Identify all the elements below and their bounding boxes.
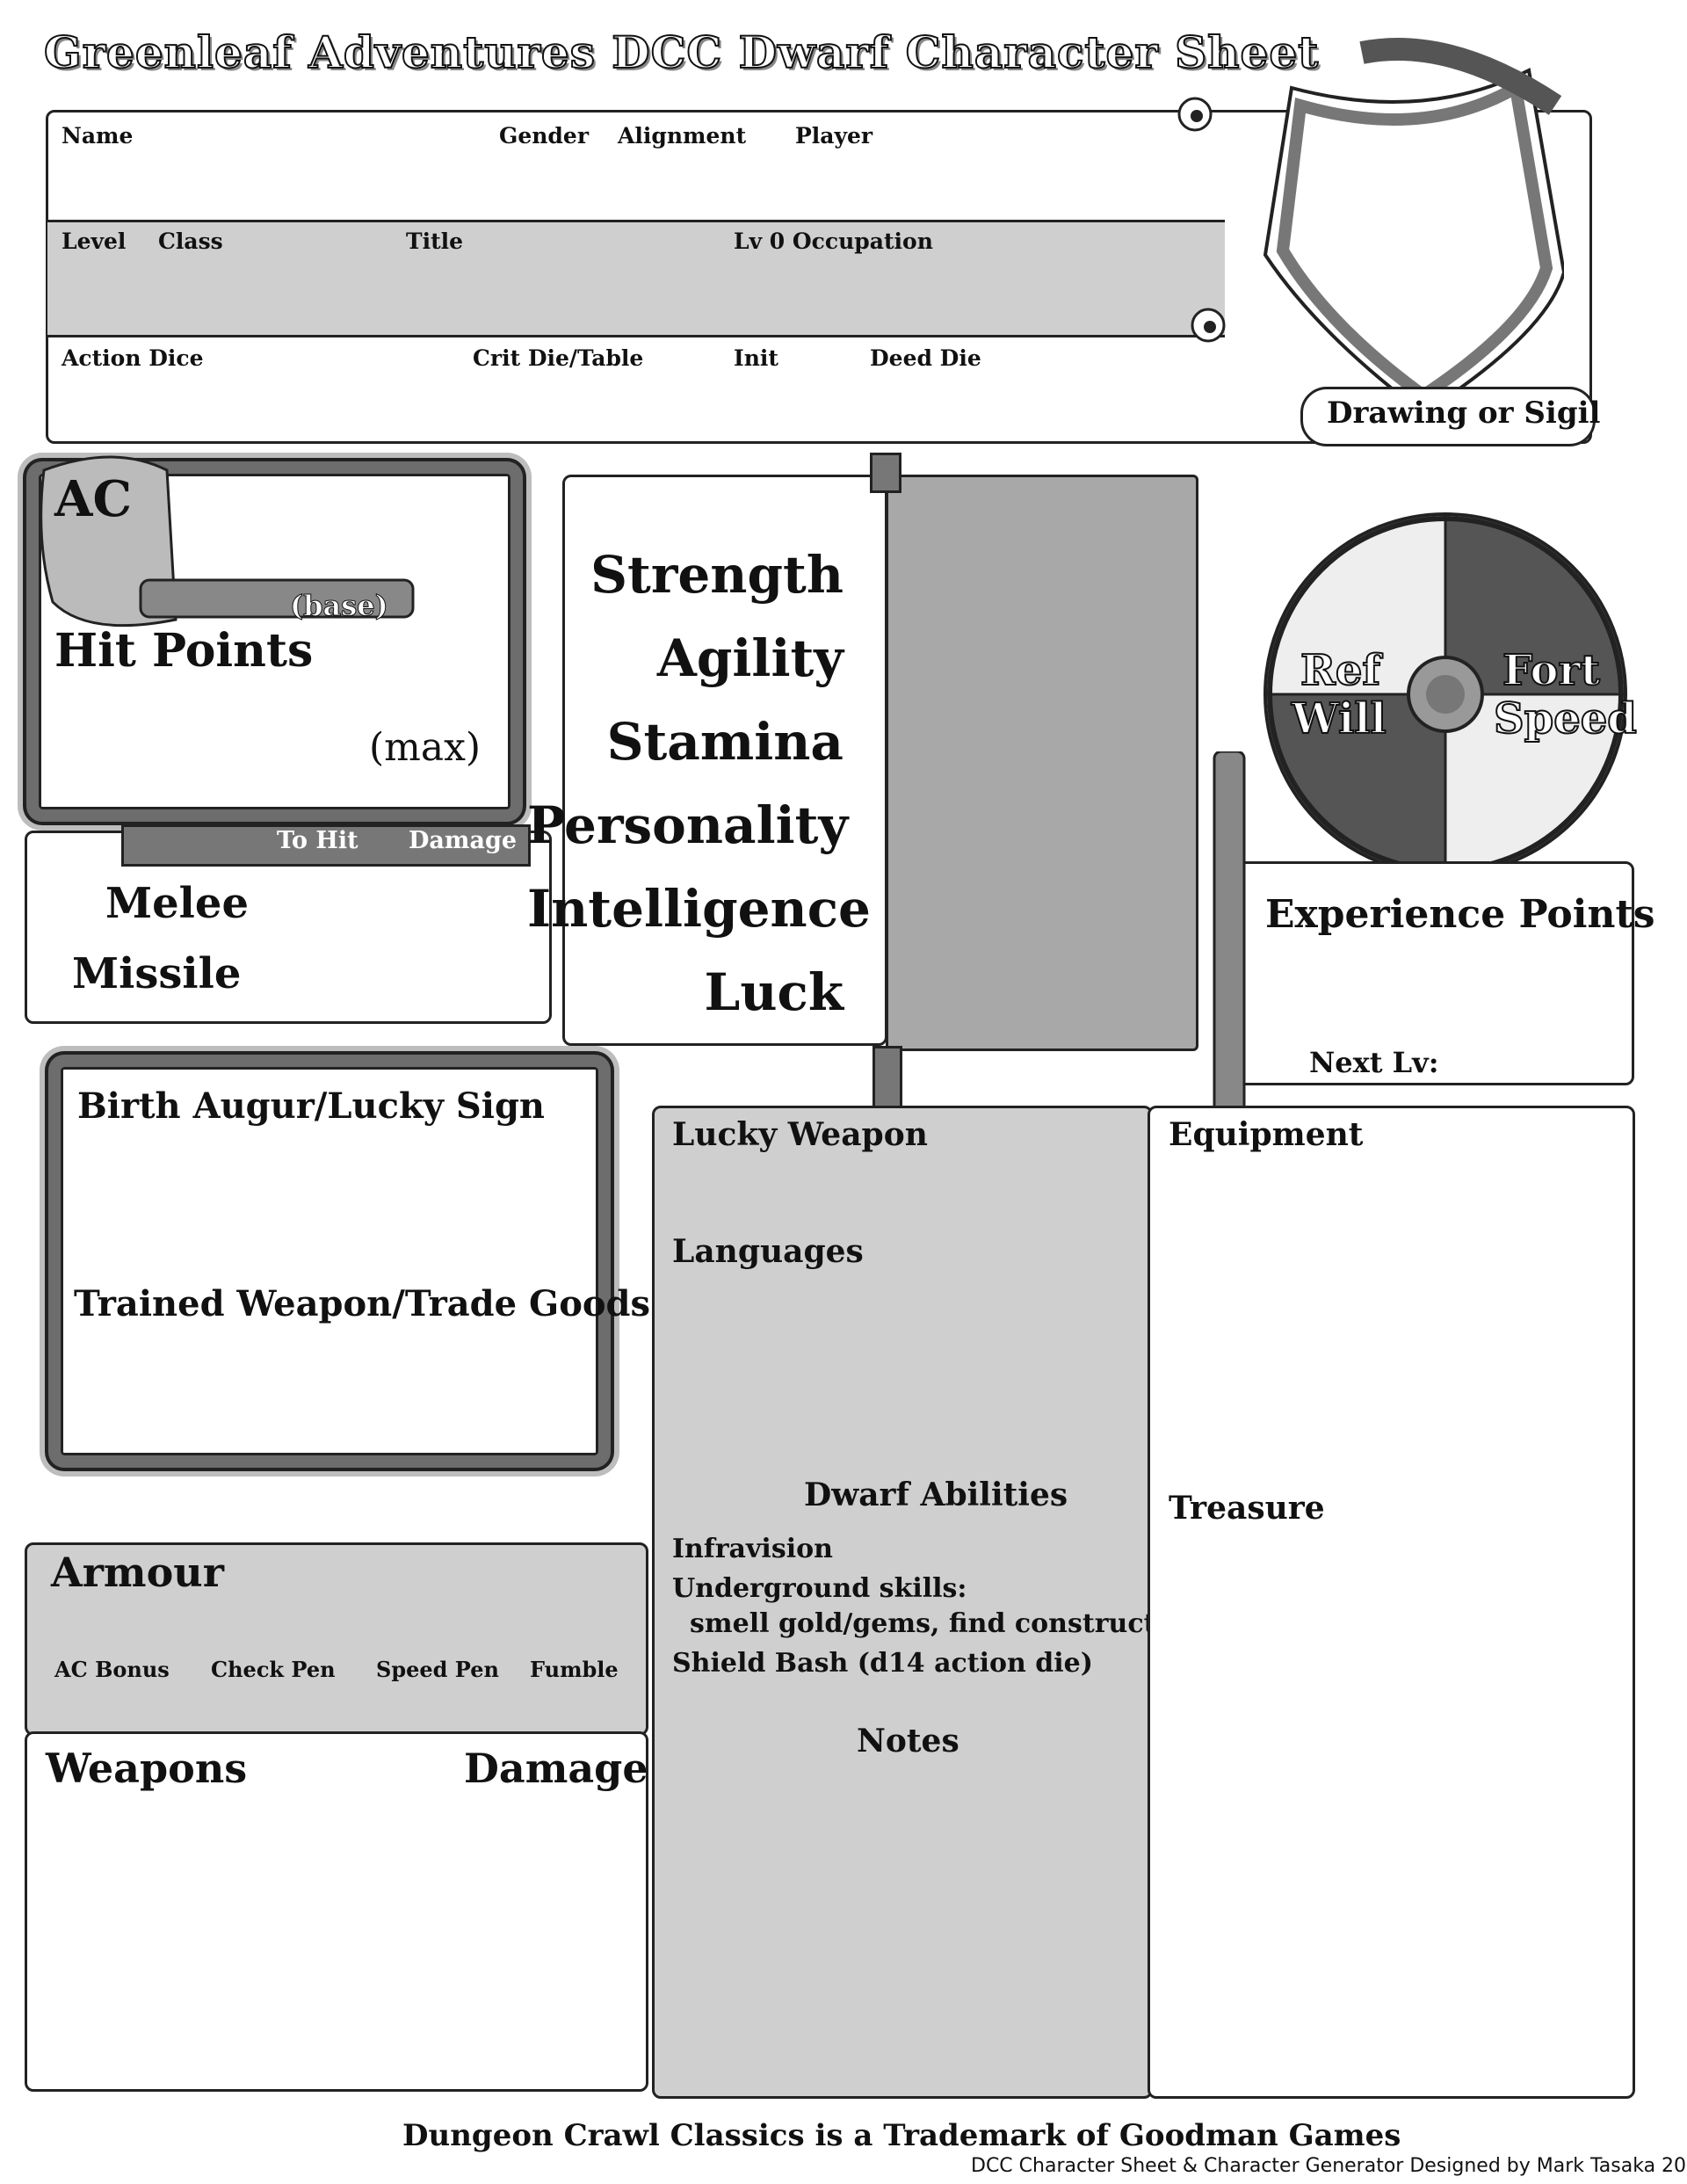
init-field[interactable]: Init <box>734 345 778 371</box>
damage-label: Damage <box>409 827 518 854</box>
middle-column <box>652 1106 1153 2099</box>
armour-box <box>25 1542 648 1736</box>
ac-bonus-field[interactable]: AC Bonus <box>54 1657 170 1682</box>
shield-bash-text: Shield Bash (d14 action die) <box>672 1648 1093 1679</box>
stamina-label: Stamina <box>606 712 844 772</box>
banner-pole <box>870 453 901 493</box>
underground-detail-text: smell gold/gems, find construction <box>690 1608 1203 1639</box>
abilities-values-banner <box>886 475 1198 1051</box>
hp-max-label: (max) <box>369 725 481 770</box>
speed-stat[interactable]: Speed <box>1493 693 1638 744</box>
header-band <box>47 220 1225 337</box>
birth-augur-label: Birth Augur/Lucky Sign <box>77 1085 545 1127</box>
crit-die-field[interactable]: Crit Die/Table <box>473 345 644 371</box>
missile-label[interactable]: Missile <box>72 949 242 998</box>
next-level-field[interactable]: Next Lv: <box>1309 1046 1439 1079</box>
fort-save[interactable]: Fort <box>1502 645 1601 696</box>
will-save[interactable]: Will <box>1291 693 1387 744</box>
notes-label: Notes <box>857 1723 959 1760</box>
equipment-box <box>1148 1106 1635 2099</box>
axe-handle-icon <box>1213 751 1246 1129</box>
weapons-box <box>25 1731 648 2092</box>
abilities-scroll <box>562 475 887 1046</box>
alignment-field[interactable]: Alignment <box>618 123 747 149</box>
title-field[interactable]: Title <box>406 229 464 254</box>
gender-field[interactable]: Gender <box>499 123 589 149</box>
sigil-banner <box>1300 387 1596 446</box>
fumble-field[interactable]: Fumble <box>530 1657 619 1682</box>
to-hit-label: To Hit <box>277 827 358 854</box>
hit-points-label: Hit Points <box>54 624 314 678</box>
weapons-label: Weapons <box>46 1745 248 1792</box>
credit-text: DCC Character Sheet & Character Generato… <box>971 2155 1687 2177</box>
intelligence-label: Intelligence <box>527 879 871 939</box>
saves-shield-icon <box>1263 512 1627 876</box>
infravision-text: Infravision <box>672 1534 833 1564</box>
sigil-shield-icon[interactable] <box>1160 35 1564 475</box>
speed-pen-field[interactable]: Speed Pen <box>376 1657 499 1682</box>
sigil-label: Drawing or Sigil <box>1327 395 1601 431</box>
strength-label: Strength <box>590 545 844 605</box>
personality-label: Personality <box>527 795 849 855</box>
deed-die-field[interactable]: Deed Die <box>870 345 981 371</box>
melee-label[interactable]: Melee <box>105 879 249 928</box>
ref-save[interactable]: Ref <box>1300 645 1381 696</box>
dwarf-abilities-label: Dwarf Abilities <box>804 1477 1068 1513</box>
luck-label: Luck <box>704 962 844 1022</box>
experience-box <box>1230 861 1634 1085</box>
treasure-label: Treasure <box>1169 1490 1325 1527</box>
attack-header-bar <box>121 824 531 867</box>
trained-weapon-label: Trained Weapon/Trade Goods <box>74 1283 651 1324</box>
experience-label: Experience Points <box>1265 892 1655 937</box>
page-title: Greenleaf Adventures DCC Dwarf Character… <box>43 25 1320 79</box>
name-field[interactable]: Name <box>62 123 134 149</box>
armour-label: Armour <box>51 1549 224 1596</box>
agility-label: Agility <box>656 628 844 688</box>
check-pen-field[interactable]: Check Pen <box>211 1657 336 1682</box>
trademark-text: Dungeon Crawl Classics is a Trademark of… <box>402 2118 1401 2153</box>
birth-augur-box <box>48 1055 611 1468</box>
player-field[interactable]: Player <box>795 123 873 149</box>
occupation-field[interactable]: Lv 0 Occupation <box>734 229 933 254</box>
axe-icon <box>40 455 415 628</box>
languages-label: Languages <box>672 1233 864 1270</box>
ac-label: AC <box>54 470 133 528</box>
banner-pole-bottom <box>872 1046 902 1113</box>
level-field[interactable]: Level <box>62 229 127 254</box>
action-dice-field[interactable]: Action Dice <box>62 345 204 371</box>
ac-base-label: (base) <box>290 589 389 623</box>
equipment-label: Equipment <box>1169 1116 1364 1153</box>
weapons-damage-label: Damage <box>464 1745 648 1792</box>
underground-text: Underground skills: <box>672 1573 967 1604</box>
lucky-weapon-label: Lucky Weapon <box>672 1116 928 1153</box>
class-field[interactable]: Class <box>158 229 223 254</box>
